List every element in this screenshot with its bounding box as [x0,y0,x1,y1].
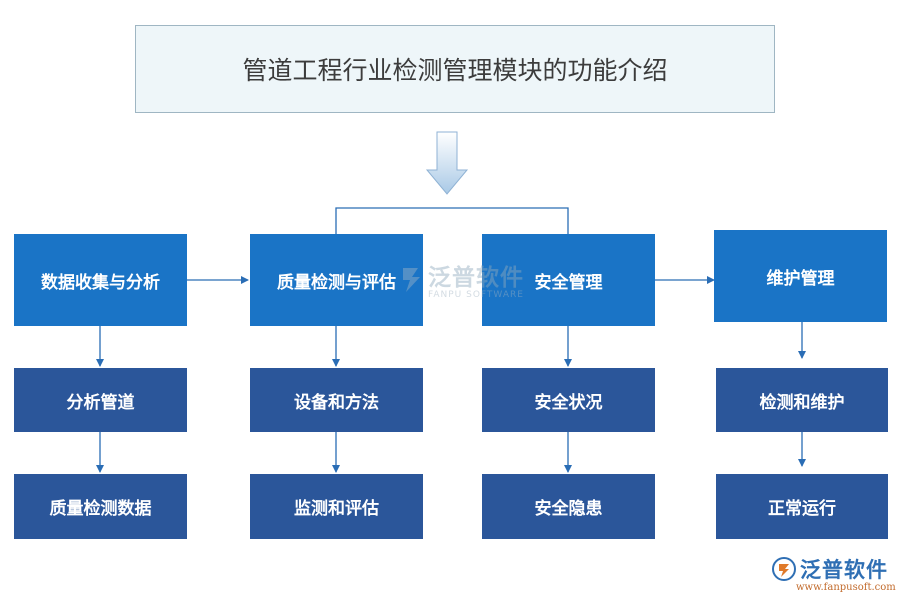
node-normal-operation: 正常运行 [716,474,888,539]
flow-down-arrow [425,131,469,195]
diagram-title: 管道工程行业检测管理模块的功能介绍 [135,25,775,113]
node-maintenance-management: 维护管理 [714,230,887,322]
node-monitoring-evaluation: 监测和评估 [250,474,423,539]
brand-url[interactable]: www.fanpusoft.com [796,582,896,593]
node-data-collection: 数据收集与分析 [14,234,187,326]
brand-logo-icon [772,557,796,581]
node-analyze-pipeline: 分析管道 [14,368,187,432]
node-safety-hazards: 安全隐患 [482,474,655,539]
node-safety-status: 安全状况 [482,368,655,432]
node-equipment-methods: 设备和方法 [250,368,423,432]
node-inspection-maintenance: 检测和维护 [716,368,888,432]
brand-logo[interactable]: 泛普软件 www.fanpusoft.com [770,548,896,598]
node-safety-management: 安全管理 [482,234,655,326]
node-quality-inspection: 质量检测与评估 [250,234,423,326]
brand-name: 泛普软件 [800,558,888,582]
node-quality-data: 质量检测数据 [14,474,187,539]
connector-loop [335,207,569,234]
